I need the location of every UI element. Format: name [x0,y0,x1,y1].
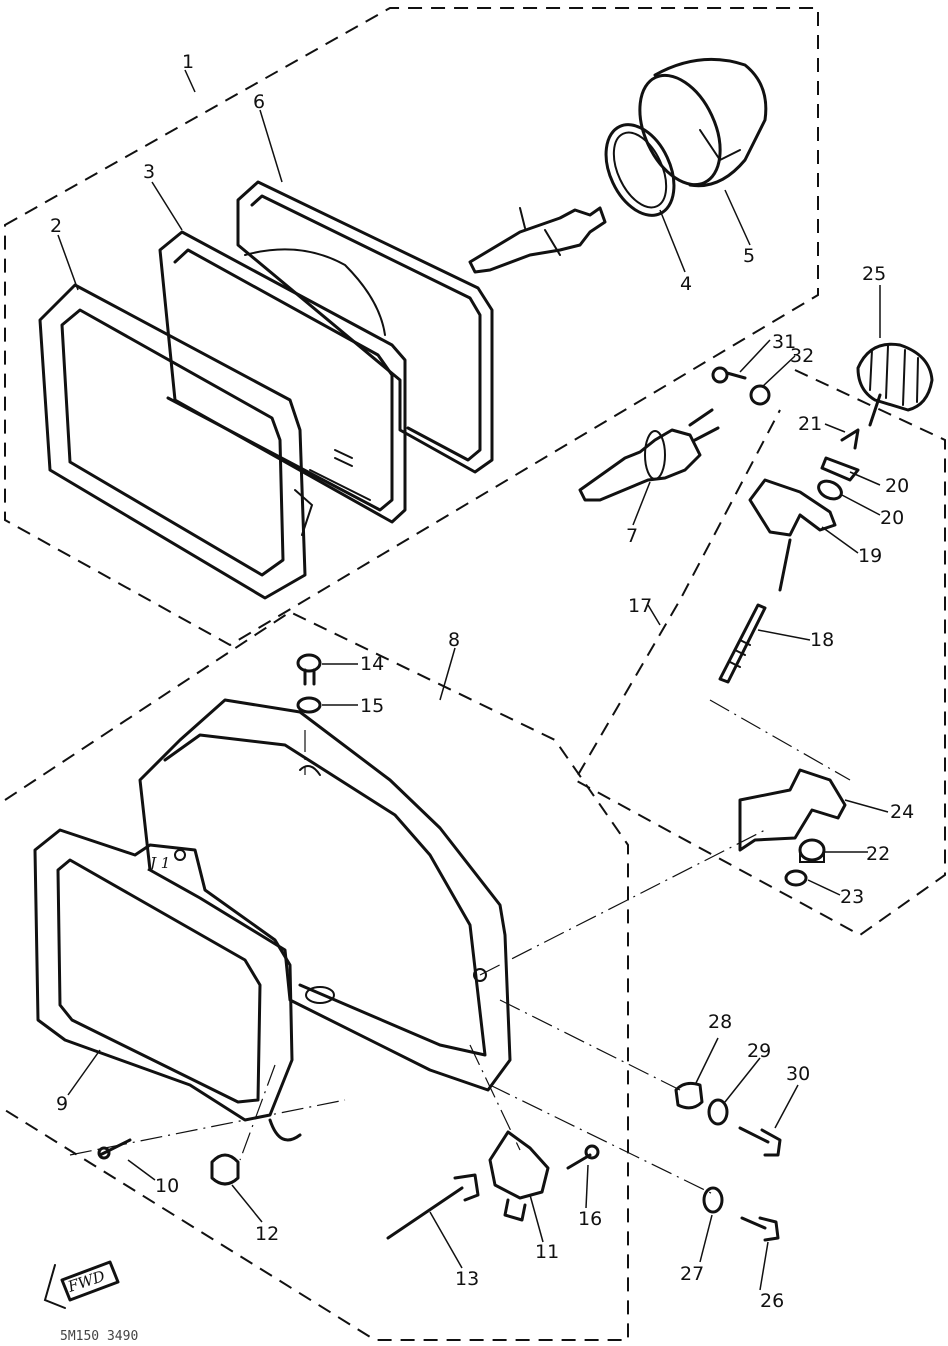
part-14-bolt [296,653,322,686]
part-10-screw [97,1138,132,1160]
callout-28: 28 [708,1011,732,1033]
callout-4: 4 [680,273,692,295]
callout-10: 10 [155,1175,179,1197]
part-12-grommet [210,1153,240,1186]
callout-17: 17 [628,595,652,617]
part-25-adjuster-knob [856,342,934,427]
part-16-screw [566,1144,600,1170]
part-18-adjuster-rod [718,603,767,684]
callout-31: 31 [772,331,796,353]
part-22-nut [798,838,826,863]
callout-numbers: 1 2 3 4 5 6 7 8 9 10 11 12 13 14 15 16 1… [50,51,914,1312]
svg-text:J 1: J 1 [147,854,170,872]
callout-7: 7 [626,525,638,547]
group-8-boundary [4,610,629,1341]
part-21-screw [840,428,860,450]
fwd-direction-marker: FWD [43,1260,120,1309]
callout-26: 26 [760,1290,784,1312]
callout-23: 23 [840,886,864,908]
callout-9: 9 [56,1093,68,1115]
part-26-bolt [740,1216,780,1242]
callout-2: 2 [50,215,62,237]
part-27-washer [702,1186,724,1214]
callout-27: 27 [680,1263,704,1285]
part-7-bulb [578,408,720,502]
callout-5: 5 [743,245,755,267]
part-2-headlight-rim [38,283,314,600]
part-8-headlight-case [138,698,512,1092]
callout-21: 21 [798,413,822,435]
part-13-bolt [386,1173,480,1240]
callout-12: 12 [255,1223,279,1245]
callout-11: 11 [535,1241,559,1263]
callout-29: 29 [747,1040,771,1062]
part-30-bolt [738,1126,782,1157]
callout-6: 6 [253,91,265,113]
leader-lines [57,69,889,1291]
callout-18: 18 [810,629,834,651]
part-11-bracket [488,1130,550,1222]
part-24-mount-bracket [738,768,847,852]
alignment-lines [69,699,851,1196]
callout-25: 25 [862,263,886,285]
callout-14: 14 [360,653,384,675]
callout-20a: 20 [885,475,909,497]
callout-32: 32 [790,345,814,367]
part-29-washer [707,1098,729,1126]
part-20-washer-a [820,456,860,482]
part-20-washer-b [817,479,843,501]
part-31-screw [711,366,747,384]
group-17-boundary [573,369,946,937]
part-6-gasket [236,180,494,474]
drawing-code: 5M150 3490 [60,1329,138,1344]
callout-22: 22 [866,843,890,865]
callout-15: 15 [360,695,384,717]
part-28-grommet [674,1081,704,1110]
part-32-washer [749,384,771,406]
callout-13: 13 [455,1268,479,1290]
part-23-washer [784,869,808,887]
callout-24: 24 [890,801,914,823]
group-1-boundary [4,7,819,647]
callout-20b: 20 [880,507,904,529]
callout-16: 16 [578,1208,602,1230]
callout-19: 19 [858,545,882,567]
part-5-dust-cover [638,57,768,188]
callout-1: 1 [182,51,194,73]
callout-8: 8 [448,629,460,651]
part-19-bracket [748,478,837,592]
fwd-label: FWD [65,1267,108,1296]
callout-30: 30 [786,1063,810,1085]
part-15-washer [296,696,322,714]
part-9-mount-bracket: J 1 [33,828,302,1142]
callout-3: 3 [143,161,155,183]
part-bulb-upper [468,206,607,274]
part-4-retaining-ring [604,123,676,217]
